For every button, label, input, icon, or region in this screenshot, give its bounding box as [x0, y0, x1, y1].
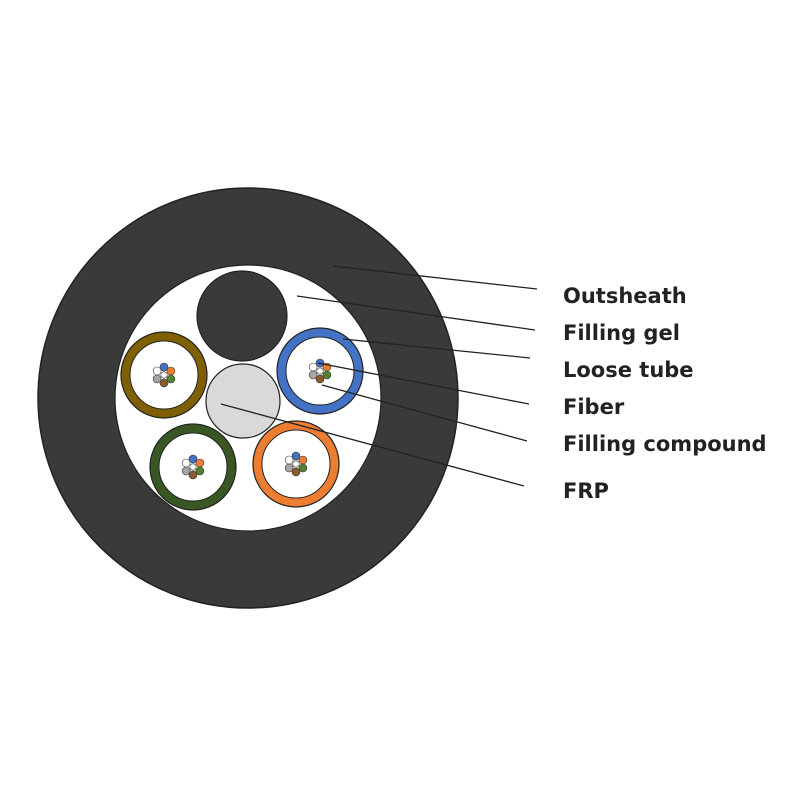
fiber [181, 466, 191, 476]
fiber [292, 460, 300, 468]
fiber [291, 467, 301, 477]
fiber [159, 362, 169, 372]
fiber [195, 466, 205, 476]
label-filling-compound: Filling compound [563, 432, 767, 456]
label-outsheath: Outsheath [563, 284, 687, 308]
fiber [181, 458, 191, 468]
fiber [284, 463, 294, 473]
fiber [189, 463, 197, 471]
fiber [159, 378, 169, 388]
fiber [308, 362, 318, 372]
fiber [315, 374, 325, 384]
loose-tube-green [149, 423, 237, 511]
fiber [298, 455, 308, 465]
label-frp: FRP [563, 479, 609, 503]
fiber [188, 454, 198, 464]
fiber [322, 370, 332, 380]
fiber [284, 455, 294, 465]
leader-outsheath [332, 265, 538, 290]
fiber [316, 367, 324, 375]
leader-fiber [317, 362, 530, 405]
fiber [152, 366, 162, 376]
fiber [166, 366, 176, 376]
fiber-bundle [284, 451, 308, 477]
leader-filling-compound [321, 384, 528, 442]
fiber [188, 470, 198, 480]
filler-rod [196, 270, 288, 362]
leader-frp [220, 403, 525, 487]
fiber-bundle [308, 358, 332, 384]
fiber [166, 374, 176, 384]
fiber-bundle [181, 454, 205, 480]
fiber [195, 458, 205, 468]
label-loose-tube: Loose tube [563, 358, 694, 382]
fiber-bundle [152, 362, 176, 388]
leader-loose-tube [342, 338, 531, 359]
fiber [291, 451, 301, 461]
loose-tube-orange [252, 420, 340, 508]
fiber [308, 370, 318, 380]
loose-tube-blue [276, 327, 364, 415]
fiber [298, 463, 308, 473]
fiber [160, 371, 168, 379]
loose-tube-olive [120, 331, 208, 419]
frp-strength-member [205, 363, 281, 439]
label-fiber: Fiber [563, 395, 625, 419]
label-filling-gel: Filling gel [563, 321, 680, 345]
fiber [152, 374, 162, 384]
leader-filling-gel [296, 295, 536, 331]
